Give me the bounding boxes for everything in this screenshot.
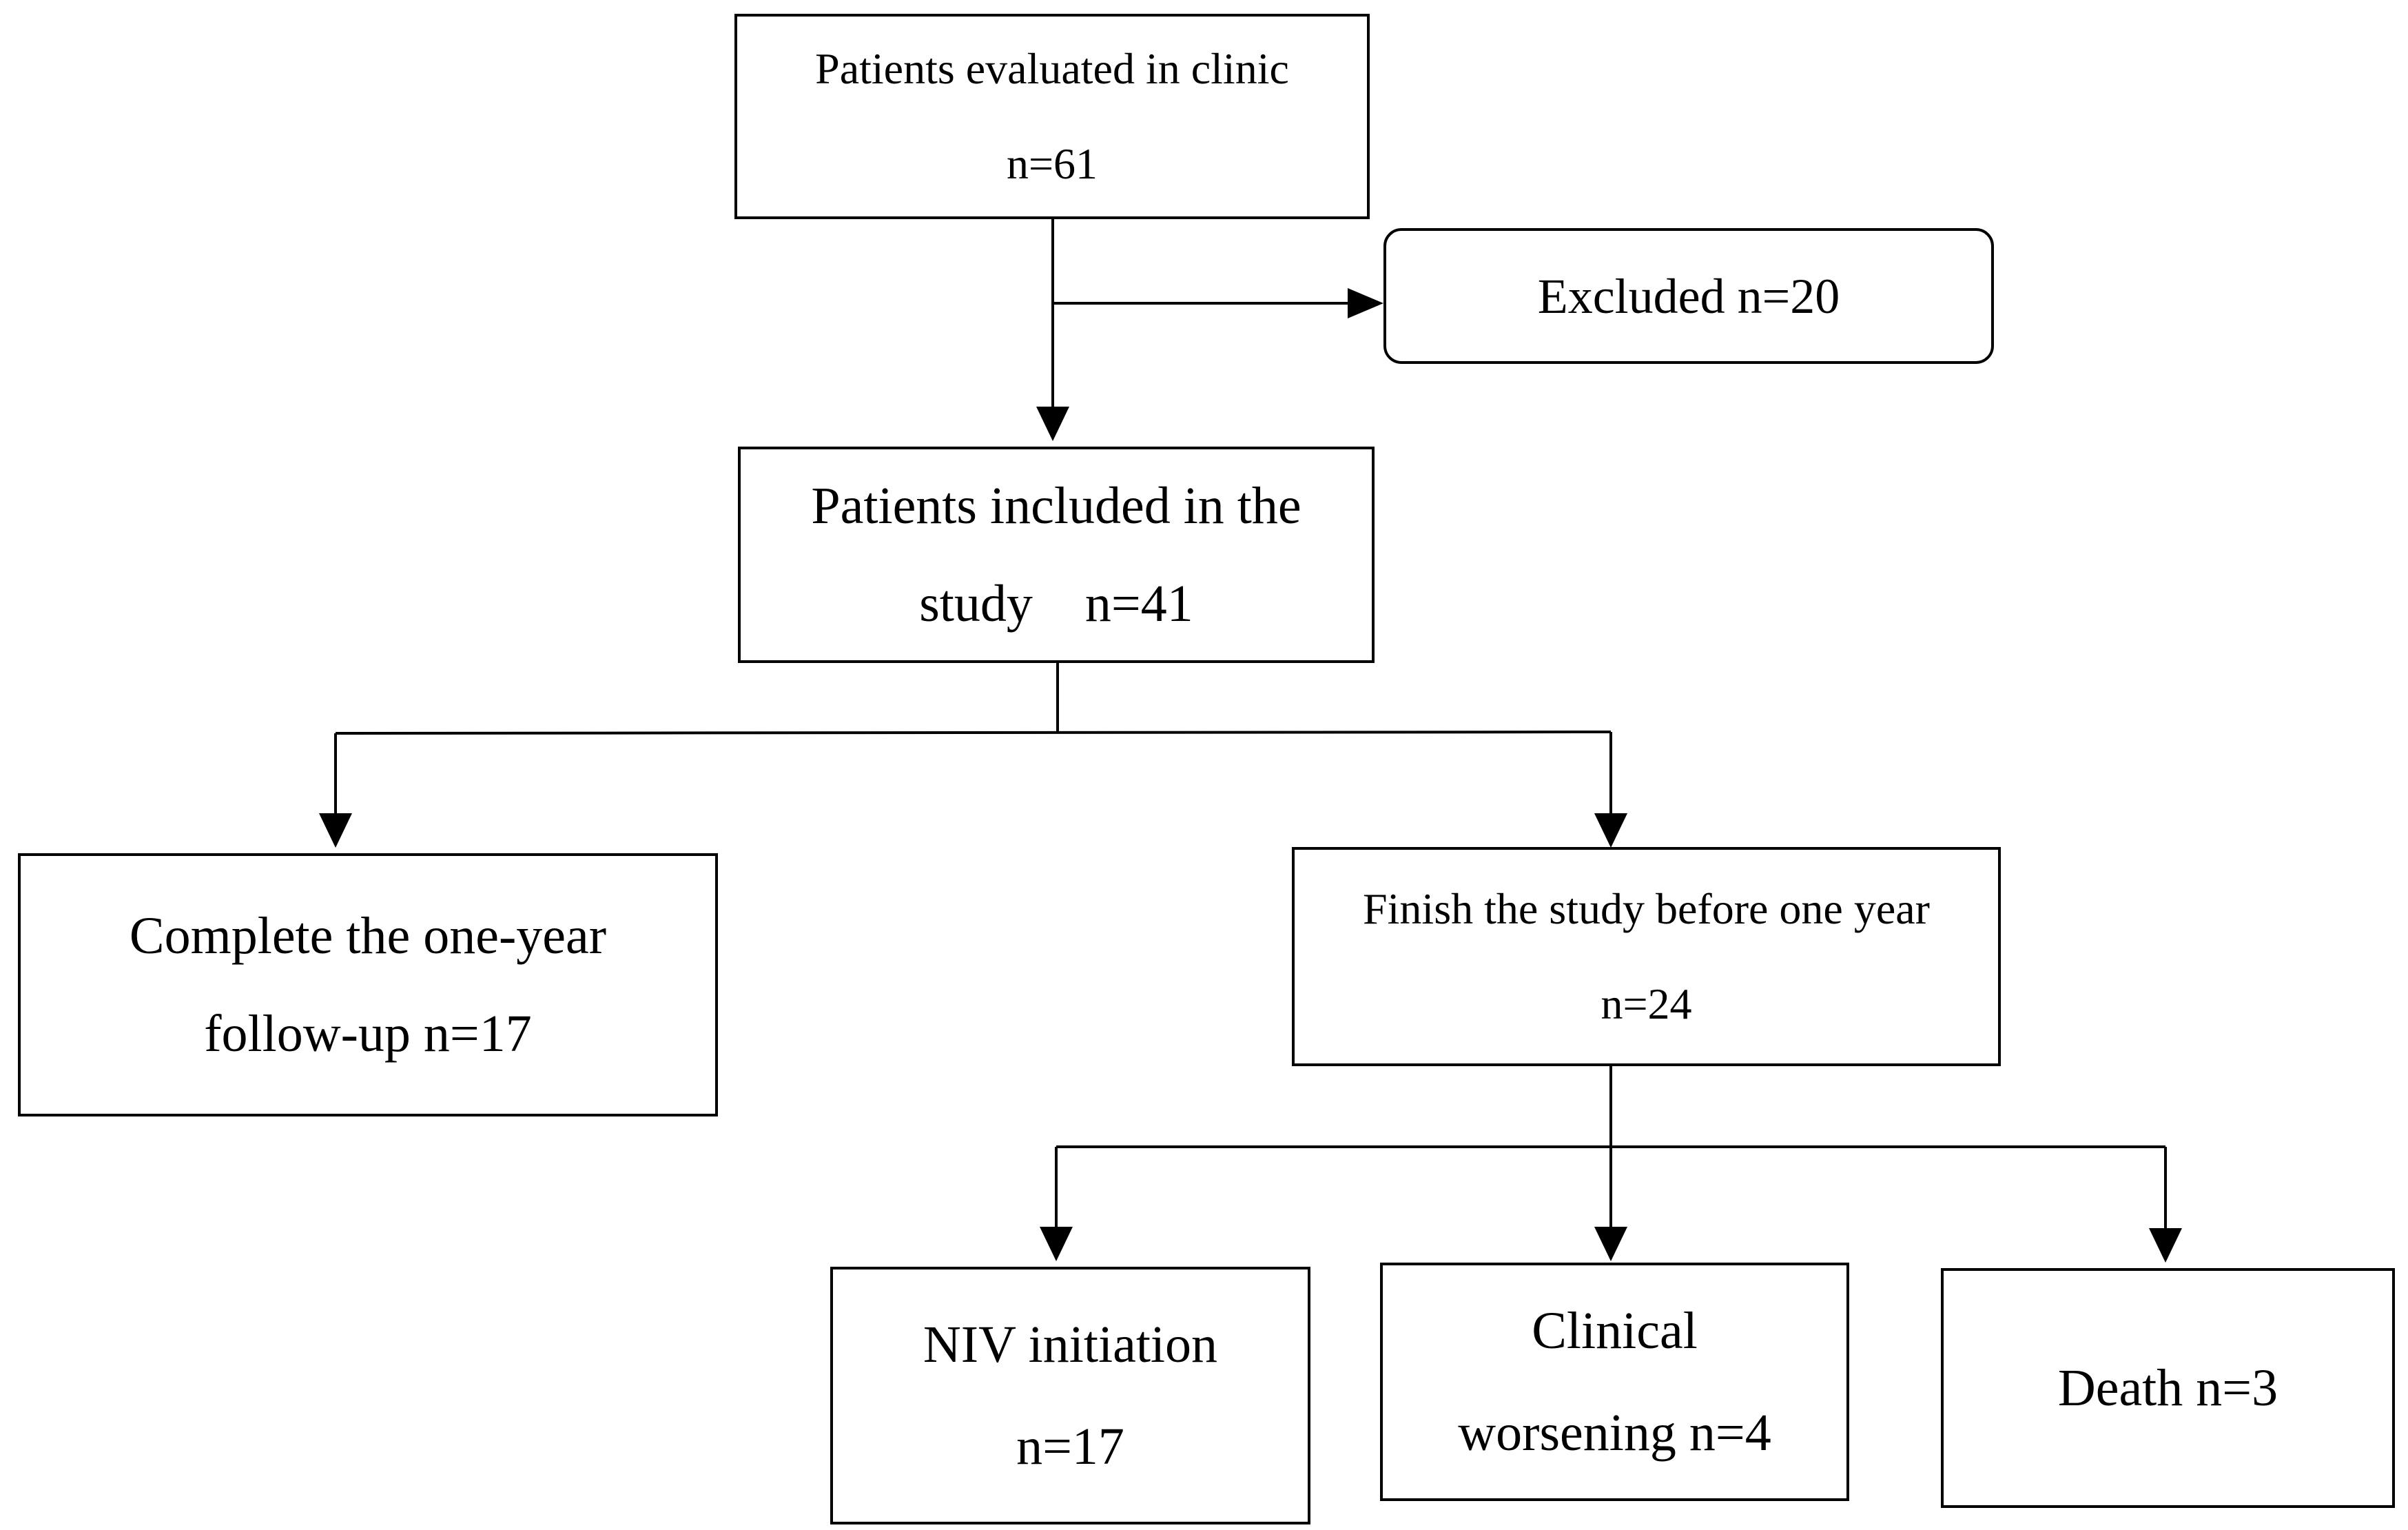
arrowhead-niv [1040, 1227, 1073, 1261]
box-niv-initiation: NIV initiation n=17 [830, 1267, 1310, 1524]
box-death: Death n=3 [1941, 1268, 2395, 1508]
box-complete-follow-up-count: follow-up n=17 [204, 1005, 532, 1063]
box-patients-evaluated-title: Patients evaluated in clinic [815, 44, 1289, 93]
box-patients-evaluated: Patients evaluated in clinic n=61 [734, 14, 1370, 219]
box-excluded: Excluded n=20 [1383, 228, 1994, 364]
box-patients-included: Patients included in the study n=41 [738, 447, 1375, 663]
box-finish-before-one-year-count: n=24 [1601, 979, 1692, 1028]
box-finish-before-one-year-title: Finish the study before one year [1363, 884, 1930, 933]
box-clinical-worsening-title: Clinical [1532, 1302, 1698, 1360]
box-clinical-worsening-count: worsening n=4 [1458, 1404, 1771, 1462]
box-death-label: Death n=3 [2057, 1359, 2278, 1417]
arrowhead-worsening [1594, 1227, 1627, 1261]
box-clinical-worsening: Clinical worsening n=4 [1380, 1263, 1849, 1501]
box-finish-before-one-year: Finish the study before one year n=24 [1292, 847, 2001, 1066]
arrowhead-included [1036, 407, 1069, 441]
box-complete-follow-up-title: Complete the one-year [129, 907, 607, 965]
box-niv-initiation-count: n=17 [1016, 1418, 1124, 1476]
arrowhead-finish [1594, 813, 1627, 848]
box-niv-initiation-title: NIV initiation [923, 1316, 1218, 1374]
box-excluded-label: Excluded n=20 [1537, 268, 1840, 324]
box-patients-evaluated-count: n=61 [1006, 139, 1098, 188]
box-patients-included-count: study n=41 [919, 575, 1193, 633]
arrowhead-death [2149, 1228, 2182, 1263]
arrowhead-excluded [1348, 288, 1383, 318]
connector-included-branch [335, 731, 1612, 735]
arrowhead-complete [319, 813, 352, 848]
box-patients-included-title: Patients included in the [811, 477, 1301, 535]
box-complete-follow-up: Complete the one-year follow-up n=17 [18, 853, 718, 1116]
